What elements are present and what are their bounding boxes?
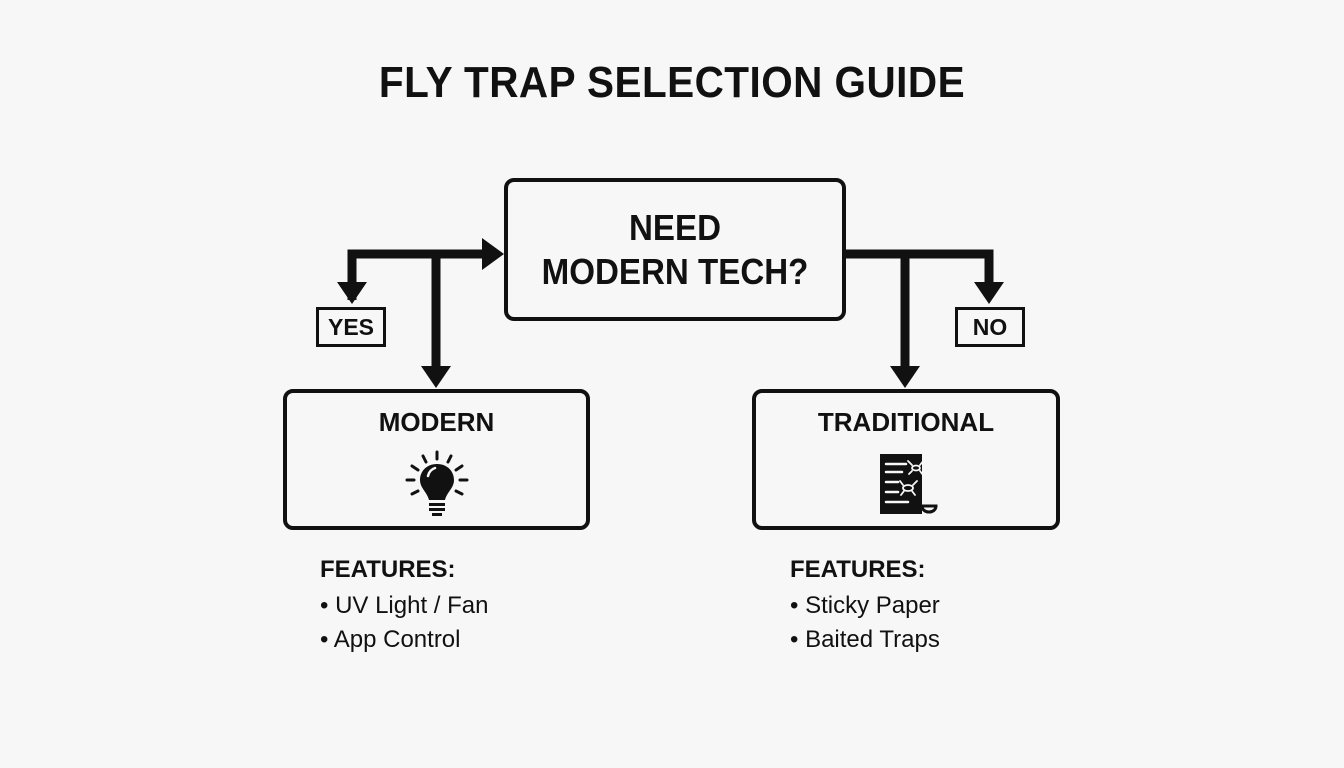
feature-item: • Sticky Paper — [790, 592, 940, 619]
feature-item: • App Control — [320, 626, 461, 653]
diagram-title: FLY TRAP SELECTION GUIDE — [378, 58, 966, 107]
no-label: NO — [955, 307, 1025, 347]
traditional-title: TRADITIONAL — [817, 407, 995, 437]
arrowhead-traditional — [890, 366, 920, 388]
feature-item: • Baited Traps — [790, 626, 940, 653]
traditional-features: FEATURES: • Sticky Paper • Baited Traps — [790, 556, 940, 660]
yes-label: YES — [316, 307, 386, 347]
feature-item: • UV Light / Fan — [320, 592, 489, 619]
arrowhead-right — [482, 238, 504, 270]
arrowhead-no — [974, 282, 1004, 304]
modern-features: FEATURES: • UV Light / Fan • App Control — [320, 556, 488, 660]
arrowhead-yes — [337, 282, 367, 304]
features-heading: FEATURES: — [790, 556, 926, 583]
sticky-paper-icon — [870, 448, 942, 525]
features-heading: FEATURES: — [320, 556, 456, 583]
arrowhead-modern — [421, 366, 451, 388]
modern-title: MODERN — [378, 407, 495, 437]
arrow-to-decision — [347, 249, 486, 300]
arrow-to-no — [846, 249, 994, 284]
lightbulb-icon — [401, 448, 473, 525]
traditional-option-box: TRADITIONAL — [752, 389, 1060, 530]
modern-option-box: MODERN — [283, 389, 590, 530]
decision-line-1: NEED — [628, 207, 722, 249]
decision-node: NEED MODERN TECH? — [504, 178, 846, 321]
decision-line-2: MODERN TECH? — [541, 250, 809, 292]
